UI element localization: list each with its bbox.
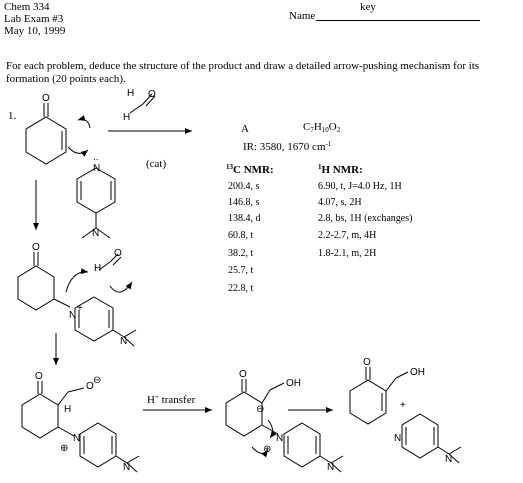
intermediate-alkoxide-structure xyxy=(21,381,140,473)
c13-peak: 146.8, s xyxy=(228,197,260,208)
atom-label: N xyxy=(92,228,99,239)
intermediate-enolate-structure xyxy=(17,252,137,347)
atom-label: N xyxy=(120,336,127,347)
atom-label: OH xyxy=(286,378,301,389)
exam-title: Lab Exam #3 xyxy=(4,13,64,25)
curved-arrow xyxy=(267,419,277,439)
curved-arrow xyxy=(77,115,91,129)
charge: ⊕ xyxy=(263,444,271,455)
atom-label: O xyxy=(86,381,94,392)
h1-peak: 2.2-2.7, m, 4H xyxy=(318,230,377,241)
charge: ⊕ xyxy=(60,443,68,454)
c13-nmr-header: 13C NMR: xyxy=(226,163,274,176)
c13-peak: 38.2, t xyxy=(228,248,254,259)
curved-arrow xyxy=(65,268,89,293)
instructions: For each problem, deduce the structure o… xyxy=(6,60,480,85)
curved-arrow xyxy=(67,146,89,157)
c13-peak: 22.8, t xyxy=(228,283,254,294)
atom-label: N xyxy=(123,462,130,473)
name-value: key xyxy=(360,1,376,13)
exam-date: May 10, 1999 xyxy=(4,25,66,37)
atom-label: N xyxy=(73,433,80,444)
curved-arrow xyxy=(251,446,269,458)
atom-label: H xyxy=(94,263,101,274)
h1-peak: 4.07, s, 2H xyxy=(318,197,362,208)
atom-label: N xyxy=(445,454,452,465)
h1-peak: 2.8, bs, 1H (exchanges) xyxy=(318,213,413,224)
plus-sign: + xyxy=(400,400,406,411)
dmap-structure xyxy=(76,167,116,239)
course-title: Chem 334 xyxy=(4,1,50,13)
charge: ⊖ xyxy=(256,404,264,415)
molecular-formula: C7H10O2 xyxy=(303,121,341,134)
atom-label: N xyxy=(69,310,76,321)
h1-peak: 6.90, t, J=4.0 Hz, 1H xyxy=(318,181,402,192)
product-hydroxymethyl-enone-structure xyxy=(349,367,409,425)
atom-label: O xyxy=(363,357,371,368)
ir-data: IR: 3580, 1670 cm-1 xyxy=(243,140,332,153)
atom-label: H xyxy=(64,404,71,415)
charge: + xyxy=(77,303,83,314)
proton-transfer-label: H+ transfer xyxy=(147,393,196,406)
h1-peak: 1.8-2.1, m, 2H xyxy=(318,248,377,259)
c13-peak: 138.4, d xyxy=(228,213,261,224)
atom-label: O xyxy=(114,248,122,259)
intermediate-carbanion-structure xyxy=(225,379,344,473)
atom-label: N xyxy=(394,433,401,444)
atom-label: N xyxy=(327,462,334,473)
c13-peak: 60.8, t xyxy=(228,230,254,241)
h1-nmr-header: 1H NMR: xyxy=(318,163,363,176)
charge: ⊖ xyxy=(93,375,101,386)
atom-label: O xyxy=(32,242,40,253)
atom-label: O xyxy=(42,93,50,104)
problem-number: 1. xyxy=(8,110,17,122)
name-label: Name xyxy=(289,10,316,22)
atom-label: H xyxy=(123,112,130,123)
formaldehyde-structure xyxy=(129,93,156,114)
lone-pair: .. xyxy=(93,152,99,163)
atom-label: O xyxy=(148,89,156,100)
atom-label: OH xyxy=(410,367,425,378)
cyclohexenone-structure xyxy=(25,103,91,165)
product-label: A xyxy=(241,123,249,135)
dmap-regenerated-structure xyxy=(401,413,462,464)
name-underline xyxy=(316,20,480,21)
atom-label: O xyxy=(35,371,43,382)
atom-label: H xyxy=(127,88,134,99)
curved-arrow xyxy=(109,281,133,293)
c13-peak: 25.7, t xyxy=(228,265,254,276)
c13-peak: 200.4, s xyxy=(228,181,260,192)
atom-label: O xyxy=(239,369,247,380)
atom-label: N xyxy=(276,433,283,444)
atom-label: N xyxy=(93,163,100,174)
catalyst-label: (cat) xyxy=(146,158,167,170)
